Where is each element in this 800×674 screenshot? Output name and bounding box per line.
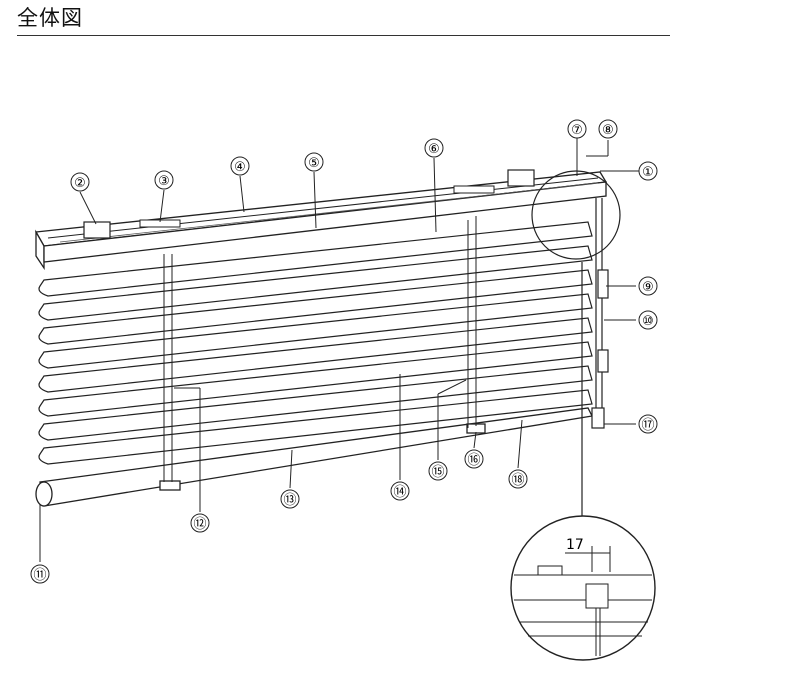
- svg-text:③: ③: [158, 174, 170, 189]
- callout-18: ⑱: [508, 469, 528, 489]
- svg-text:⑥: ⑥: [428, 142, 440, 157]
- svg-text:⑮: ⑮: [431, 465, 444, 480]
- callout-6: ⑥: [424, 138, 444, 158]
- svg-text:⑩: ⑩: [642, 314, 654, 329]
- head-rail: [34, 169, 608, 271]
- callout-7: ⑦: [567, 119, 587, 139]
- callout-3: ③: [154, 170, 174, 190]
- svg-text:①: ①: [642, 165, 654, 180]
- svg-text:⑧: ⑧: [602, 123, 614, 138]
- svg-text:⑦: ⑦: [571, 123, 583, 138]
- svg-text:⑰: ⑰: [641, 418, 654, 433]
- svg-text:⑤: ⑤: [308, 156, 320, 171]
- callout-15: ⑮: [428, 461, 448, 481]
- slats: [38, 221, 593, 465]
- svg-text:⑨: ⑨: [642, 280, 654, 295]
- callout-12: ⑫: [190, 513, 210, 533]
- svg-text:⑬: ⑬: [283, 493, 296, 508]
- svg-text:⑭: ⑭: [393, 485, 406, 500]
- svg-text:⑯: ⑯: [467, 453, 480, 468]
- callouts: ① ② ③ ④ ⑤ ⑥ ⑦ ⑧ ⑨ ⑩ ⑪ ⑫ ⑬ ⑭ ⑮ ⑯ ⑰ ⑱: [30, 119, 658, 584]
- leader-lines: [39, 138, 648, 562]
- callout-16: ⑯: [464, 449, 484, 469]
- svg-text:④: ④: [234, 160, 246, 175]
- callout-4: ④: [230, 156, 250, 176]
- callout-8: ⑧: [598, 119, 618, 139]
- detail-inset: 17: [510, 515, 656, 661]
- callout-14: ⑭: [390, 481, 410, 501]
- svg-text:②: ②: [74, 176, 86, 191]
- title-rule: [17, 35, 670, 36]
- callout-10: ⑩: [638, 310, 658, 330]
- callout-5: ⑤: [304, 152, 324, 172]
- magnify-circle: [531, 170, 621, 260]
- callout-2: ②: [70, 172, 90, 192]
- dimension-label: 17: [566, 537, 584, 553]
- ladder-cords: [163, 216, 477, 482]
- callout-11: ⑪: [30, 564, 50, 584]
- page-title: 全体図: [17, 6, 83, 30]
- svg-text:⑱: ⑱: [511, 473, 524, 488]
- callout-9: ⑨: [638, 276, 658, 296]
- callout-17: ⑰: [638, 414, 658, 434]
- svg-text:⑫: ⑫: [193, 517, 206, 532]
- callout-1: ①: [638, 161, 658, 181]
- operating-cord: [581, 198, 609, 540]
- svg-text:⑪: ⑪: [33, 568, 46, 583]
- callout-13: ⑬: [280, 489, 300, 509]
